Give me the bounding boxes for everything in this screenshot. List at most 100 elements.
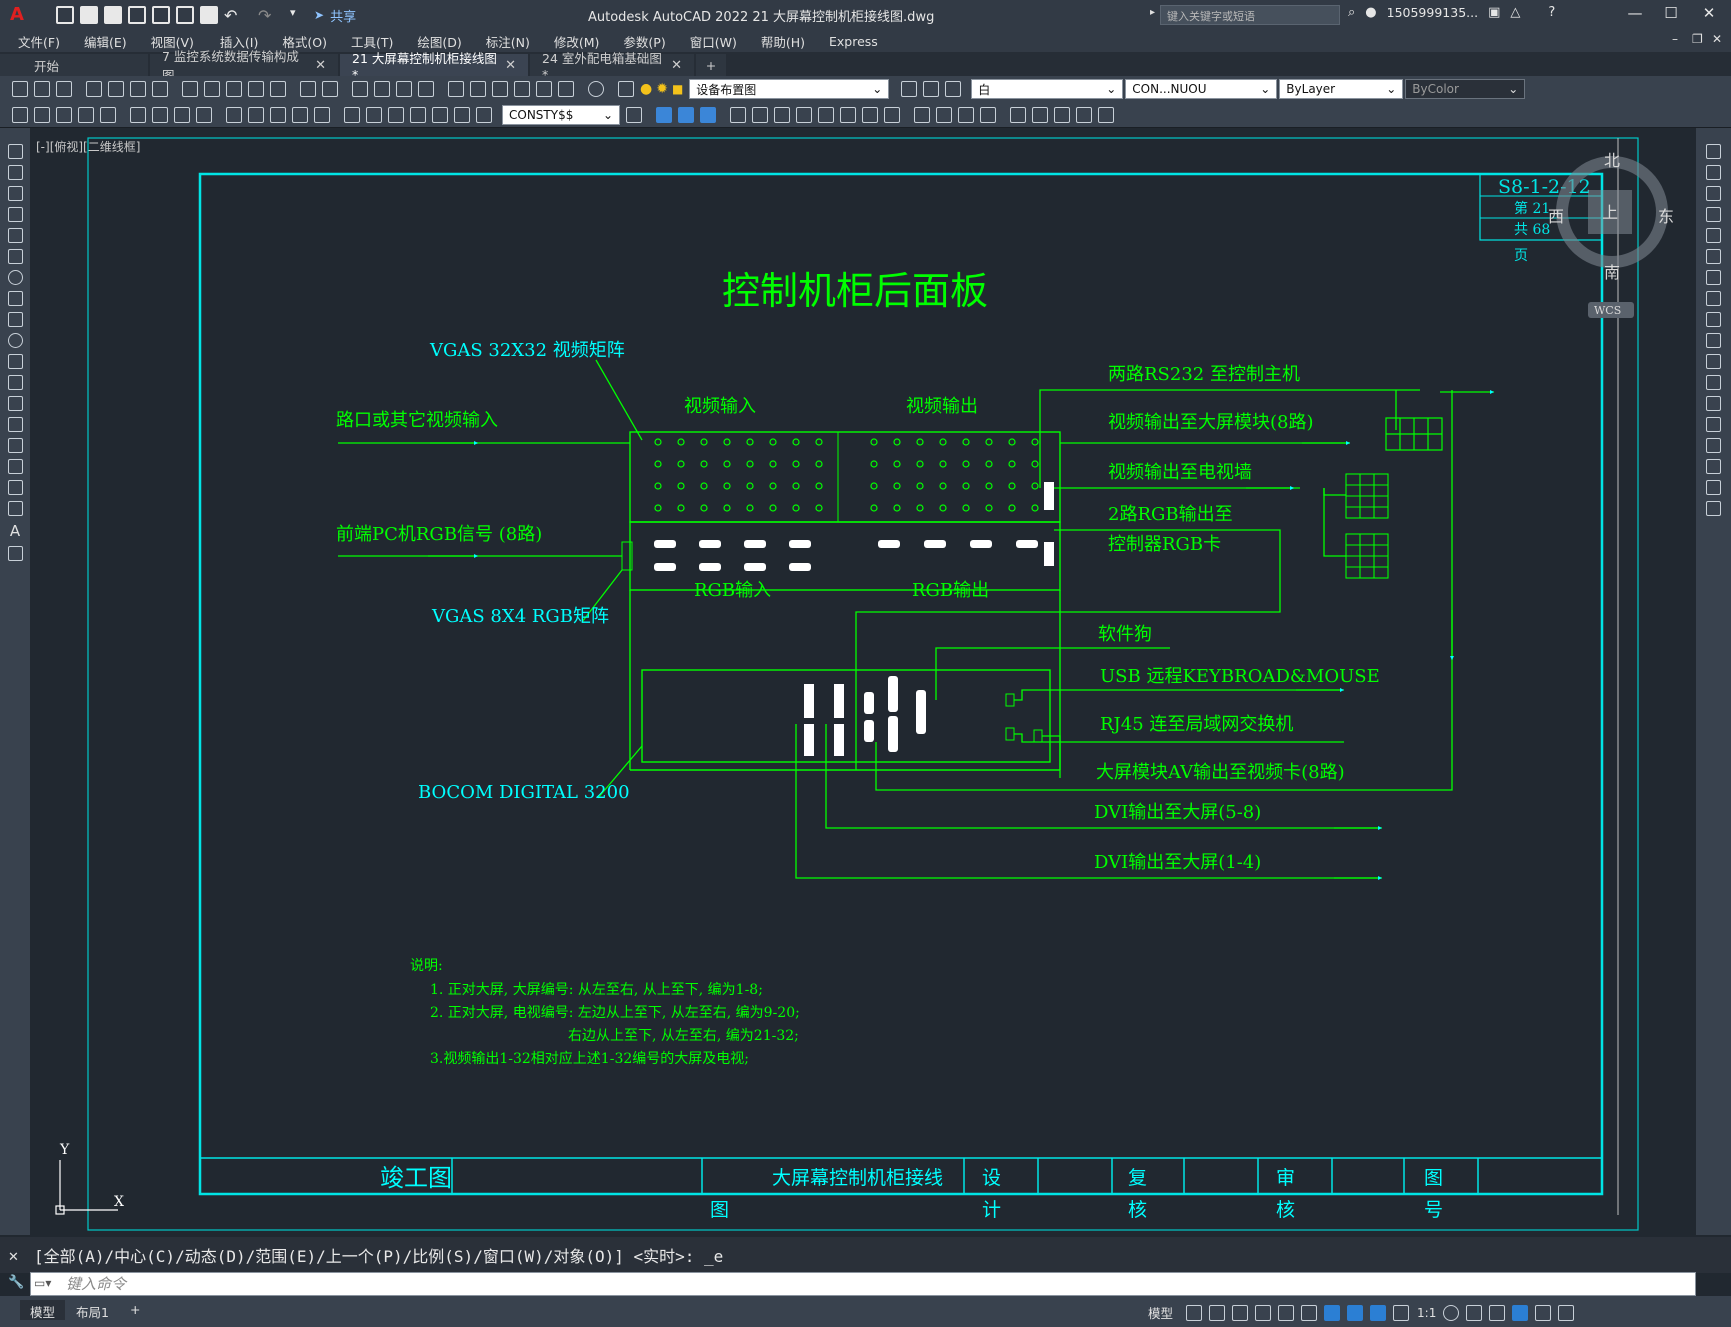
new-icon[interactable] — [12, 81, 28, 97]
layer-bulb-icon[interactable]: ● — [640, 81, 653, 97]
share-button[interactable]: 共享 — [330, 9, 357, 25]
save-web-icon[interactable] — [176, 6, 194, 24]
menu-draw[interactable]: 绘图(D) — [417, 34, 462, 50]
linear-dim-icon[interactable] — [34, 106, 50, 123]
break-at-point-icon[interactable] — [1706, 375, 1721, 390]
circle-icon[interactable] — [7, 270, 23, 285]
close-button[interactable]: ✕ — [1702, 4, 1716, 22]
search-icon[interactable]: ⌕ — [1348, 5, 1356, 20]
quick-dim-icon[interactable] — [226, 106, 242, 123]
autodesk-app-icon[interactable]: △ — [1510, 5, 1521, 20]
share-icon[interactable]: ➤ — [314, 8, 325, 22]
jogged-linear-icon[interactable] — [410, 106, 426, 123]
save-icon[interactable] — [56, 81, 72, 97]
rectangle-icon[interactable] — [7, 228, 23, 243]
tab-doc-21[interactable]: 21 大屏幕控制机柜接线图* ✕ — [340, 51, 528, 82]
object-snap-tracking-icon[interactable] — [1301, 1304, 1318, 1321]
qdim-icon[interactable] — [12, 106, 28, 123]
make-current-layer-icon[interactable] — [901, 81, 918, 97]
doc-close-icon[interactable]: ✕ — [1712, 32, 1723, 46]
linetype-combo[interactable]: CON...NUOU ⌄ — [1125, 79, 1278, 99]
array-icon[interactable] — [1706, 228, 1721, 243]
scale-icon[interactable] — [1706, 291, 1721, 306]
new-tab-button[interactable]: + — [696, 54, 726, 76]
plot-icon[interactable] — [200, 6, 218, 24]
layer-sun-icon[interactable]: ✹ — [656, 81, 668, 97]
plotstyle-combo[interactable]: ByColor ⌄ — [1405, 79, 1526, 99]
snap-icon[interactable] — [1209, 1304, 1226, 1321]
dim-style-icon[interactable] — [626, 106, 642, 123]
undo-icon[interactable] — [300, 81, 316, 97]
user-icon[interactable]: ● — [1365, 5, 1377, 20]
plot-icon[interactable] — [86, 81, 102, 97]
rotate-icon[interactable] — [796, 106, 812, 123]
region-icon[interactable] — [7, 480, 23, 495]
command-dropdown-icon[interactable]: ▭▾ — [34, 1276, 52, 1290]
stretch-icon[interactable] — [1706, 312, 1721, 327]
gradient-icon[interactable] — [7, 459, 23, 474]
markup-icon[interactable] — [536, 81, 552, 97]
plus-icon[interactable] — [1466, 1304, 1483, 1321]
tab-doc-24[interactable]: 24 室外配电箱基础图* ✕ — [530, 51, 694, 82]
group-icon[interactable] — [1032, 106, 1048, 123]
annotation-icon[interactable] — [1393, 1304, 1410, 1321]
menu-tools[interactable]: 工具(T) — [350, 34, 394, 50]
hatch-icon[interactable] — [7, 438, 23, 453]
search-expand-icon[interactable]: ▸ — [1150, 7, 1156, 18]
design-center-icon[interactable] — [470, 81, 486, 97]
pan-icon[interactable] — [352, 81, 368, 97]
mtext-icon[interactable]: A — [9, 522, 21, 540]
arc-length-icon[interactable] — [78, 106, 94, 123]
tab-layout1[interactable]: 布局1 — [76, 1305, 109, 1320]
rotate-icon[interactable] — [1706, 270, 1721, 285]
add-selected-icon[interactable] — [7, 546, 23, 561]
ortho-icon[interactable] — [1232, 1304, 1249, 1321]
dim-break-icon[interactable] — [314, 106, 330, 123]
publish-icon[interactable] — [130, 81, 146, 97]
isodraft-icon[interactable] — [1278, 1304, 1295, 1321]
ellipse-icon[interactable] — [7, 333, 23, 348]
add-layout-icon[interactable]: + — [130, 1302, 141, 1317]
save-icon[interactable] — [104, 6, 122, 24]
menu-window[interactable]: 窗口(W) — [689, 34, 737, 50]
fullscreen-icon[interactable] — [1535, 1304, 1552, 1321]
draworder-icon[interactable] — [1076, 106, 1092, 123]
close-icon[interactable]: ✕ — [505, 57, 516, 73]
isolate-objects-icon[interactable] — [1512, 1304, 1529, 1321]
viewcube-west[interactable]: 西 — [1548, 207, 1564, 226]
tolerance-icon[interactable] — [344, 106, 360, 123]
center-mark-icon[interactable] — [366, 106, 382, 123]
help-search-input[interactable]: 键入关键字或短语 — [1160, 5, 1340, 25]
viewcube-north[interactable]: 北 — [1604, 151, 1620, 170]
paste-icon[interactable] — [226, 81, 242, 97]
jogged-dim-icon[interactable] — [152, 106, 168, 123]
model-space-button[interactable]: 模型 — [1148, 1306, 1174, 1321]
array-icon[interactable] — [752, 106, 768, 123]
dim-edit-icon[interactable] — [432, 106, 448, 123]
lineweight-icon[interactable] — [1347, 1304, 1364, 1321]
object-snap-icon[interactable] — [1324, 1304, 1341, 1321]
wrench-icon[interactable]: 🔧 — [8, 1275, 25, 1290]
help-icon[interactable] — [588, 81, 604, 97]
menu-view[interactable]: 视图(V) — [150, 34, 194, 50]
minimize-button[interactable]: — — [1627, 4, 1643, 22]
block-editor-icon[interactable] — [270, 81, 286, 97]
ungroup-icon[interactable] — [1054, 106, 1070, 123]
3d-print-icon[interactable] — [152, 81, 168, 97]
make-block-icon[interactable] — [7, 396, 23, 411]
table-icon[interactable] — [7, 501, 23, 516]
zoom-realtime-icon[interactable] — [374, 81, 390, 97]
tool-palettes-icon[interactable] — [492, 81, 508, 97]
polar-icon[interactable] — [1255, 1304, 1272, 1321]
dim-text-edit-icon[interactable] — [454, 106, 470, 123]
layer-combo[interactable]: 设备布置图 ⌄ — [689, 79, 890, 99]
save-as-icon[interactable] — [128, 6, 146, 24]
layer-state-icon[interactable] — [945, 81, 962, 97]
move-icon[interactable] — [1706, 249, 1721, 264]
wcs-menu[interactable] — [1588, 302, 1634, 318]
wipeout-icon[interactable] — [1098, 106, 1114, 123]
break-icon[interactable] — [914, 106, 930, 123]
cut-icon[interactable] — [182, 81, 198, 97]
explode-icon[interactable] — [1010, 106, 1026, 123]
maximize-button[interactable]: ☐ — [1664, 4, 1678, 22]
